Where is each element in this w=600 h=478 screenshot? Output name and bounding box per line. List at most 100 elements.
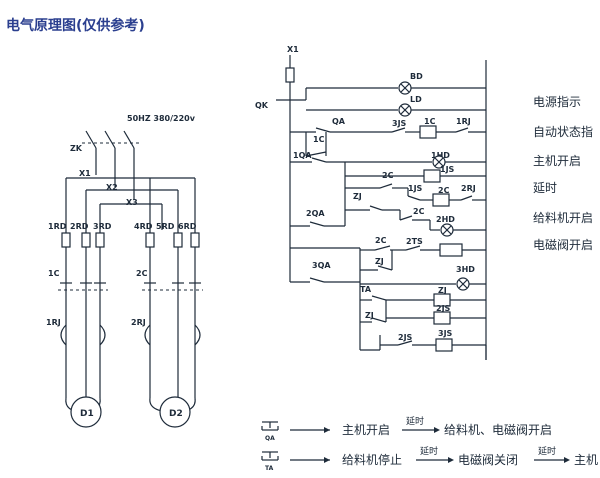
- coil-2c: [432, 193, 450, 207]
- label-zj-a: ZJ: [353, 192, 362, 201]
- pushbutton-ta-icon: TA: [261, 451, 279, 472]
- contact-2qa: [309, 221, 325, 227]
- contact-2c-aux3: [374, 245, 391, 251]
- thermal-2rj-a: [144, 324, 151, 346]
- label-5rd: 5RD: [156, 222, 175, 231]
- control-circuit: X1 QK BD LD QA 3JS: [255, 45, 487, 360]
- label-3js-coil: 3JS: [438, 329, 453, 338]
- label-bd: BD: [410, 72, 423, 81]
- label-1c-coil: 1C: [424, 117, 436, 126]
- contact-2ts: [405, 245, 421, 251]
- thermal-2rj-b: [194, 324, 201, 346]
- contactor-1c-contacts: [58, 282, 108, 291]
- thermal-1rj-a: [60, 324, 67, 346]
- contact-2c-aux2: [399, 215, 413, 221]
- contactor-2c-contacts: [142, 282, 203, 291]
- label-1c-aux: 1C: [313, 135, 325, 144]
- contact-ta: [371, 295, 387, 301]
- side-label-main-start: 主机开启: [533, 154, 581, 168]
- side-label-auto: 自动状态指: [533, 124, 593, 139]
- pushbutton-qa-icon: QA: [261, 421, 279, 442]
- label-x1-bus: X1: [79, 169, 91, 178]
- thermal-1rj-b: [99, 324, 106, 346]
- contact-2js: [397, 340, 413, 346]
- coil-3js: [435, 338, 453, 352]
- contact-1js: [407, 195, 421, 201]
- contact-3js: [391, 127, 406, 133]
- label-1rj-ctrl: 1RJ: [456, 117, 471, 126]
- legend-row1-feeder-valve: 给料机、电磁阀开启: [444, 422, 552, 437]
- contact-qa: [315, 127, 331, 133]
- label-2qa: 2QA: [306, 209, 325, 218]
- label-2c-aux2: 2C: [413, 207, 425, 216]
- contact-2c-aux: [379, 183, 393, 189]
- label-2js-coil: 2JS: [436, 304, 451, 313]
- label-3hd: 3HD: [456, 265, 475, 274]
- fuse-5rd: [173, 232, 183, 248]
- contact-zj-b: [377, 265, 393, 271]
- legend-row2-delay2: 延时: [538, 445, 556, 457]
- legend-row1-delay: 延时: [406, 415, 424, 427]
- sequence-legend: QA 主机开启 延时 给料机、电磁阀开启 TA 给料机停止 延时 电磁阀关闭 延…: [261, 415, 598, 472]
- label-2hd: 2HD: [436, 215, 455, 224]
- label-2c-aux3: 2C: [375, 236, 387, 245]
- label-x2-bus: X2: [106, 183, 118, 192]
- contact-zj-a: [369, 205, 383, 211]
- power-circuit: 50HZ 380/220v ZK X1 X2 X3 1R: [46, 114, 203, 428]
- contact-1qa: [311, 157, 327, 163]
- contact-2rj: [460, 195, 473, 201]
- legend-row2-main: 主机: [574, 453, 598, 467]
- fuse-3rd: [95, 232, 105, 248]
- fuse-4rd: [145, 232, 155, 248]
- label-ld: LD: [410, 95, 422, 104]
- fuse-1rd: [61, 232, 71, 248]
- coil-1c: [419, 125, 437, 139]
- motor-d2: [159, 396, 191, 428]
- label-2c-coil: 2C: [438, 186, 450, 195]
- side-labels: 电源指示 自动状态指 主机开启 延时 给料机开启 电磁阀开启: [533, 94, 593, 252]
- label-zk: ZK: [70, 144, 83, 153]
- label-2ts: 2TS: [406, 237, 423, 246]
- label-3js: 3JS: [392, 119, 407, 128]
- contact-3qa: [309, 277, 325, 283]
- label-d2: D2: [169, 409, 183, 419]
- contact-1c-aux: [305, 151, 327, 157]
- label-3rd: 3RD: [93, 222, 112, 231]
- label-3qa: 3QA: [312, 261, 331, 270]
- label-1rj: 1RJ: [46, 318, 61, 327]
- label-2c-main: 2C: [136, 269, 148, 278]
- coil-2js: [433, 311, 451, 325]
- label-qa: QA: [332, 117, 346, 126]
- label-ta: TA: [360, 285, 372, 294]
- ctrl-fuse: [285, 67, 295, 83]
- page-title: 电气原理图(仅供参考): [6, 17, 145, 34]
- legend-row2-valve-close: 电磁阀关闭: [458, 452, 518, 467]
- label-1js: 1JS: [440, 165, 455, 174]
- label-1js-b: 1JS: [408, 184, 423, 193]
- motor-d1: [70, 396, 102, 428]
- svg-text:QA: QA: [265, 435, 275, 442]
- contact-zj-c: [371, 317, 387, 323]
- svg-text:TA: TA: [265, 465, 274, 472]
- side-label-delay: 延时: [533, 181, 557, 195]
- label-6rd: 6RD: [178, 222, 197, 231]
- zk-switch-blade-2: [104, 130, 116, 149]
- zk-switch-blade-3: [123, 130, 135, 149]
- fuse-6rd: [190, 232, 200, 248]
- side-label-power: 电源指示: [533, 94, 581, 109]
- coil-2ts: [439, 243, 463, 257]
- label-1rd: 1RD: [48, 222, 67, 231]
- label-qk: QK: [255, 101, 269, 110]
- label-2rj-ctrl: 2RJ: [461, 184, 476, 193]
- label-zj-c: ZJ: [365, 311, 374, 320]
- label-4rd: 4RD: [134, 222, 153, 231]
- legend-row2-delay1: 延时: [420, 445, 438, 457]
- label-2rd: 2RD: [70, 222, 89, 231]
- label-2c-aux: 2C: [382, 171, 394, 180]
- label-zj-b: ZJ: [375, 257, 384, 266]
- label-d1: D1: [80, 409, 94, 419]
- power-spec: 50HZ 380/220v: [127, 114, 196, 123]
- zk-switch-blade-1: [85, 130, 97, 149]
- fuse-2rd: [81, 232, 91, 248]
- label-x1-ctrl: X1: [287, 45, 299, 54]
